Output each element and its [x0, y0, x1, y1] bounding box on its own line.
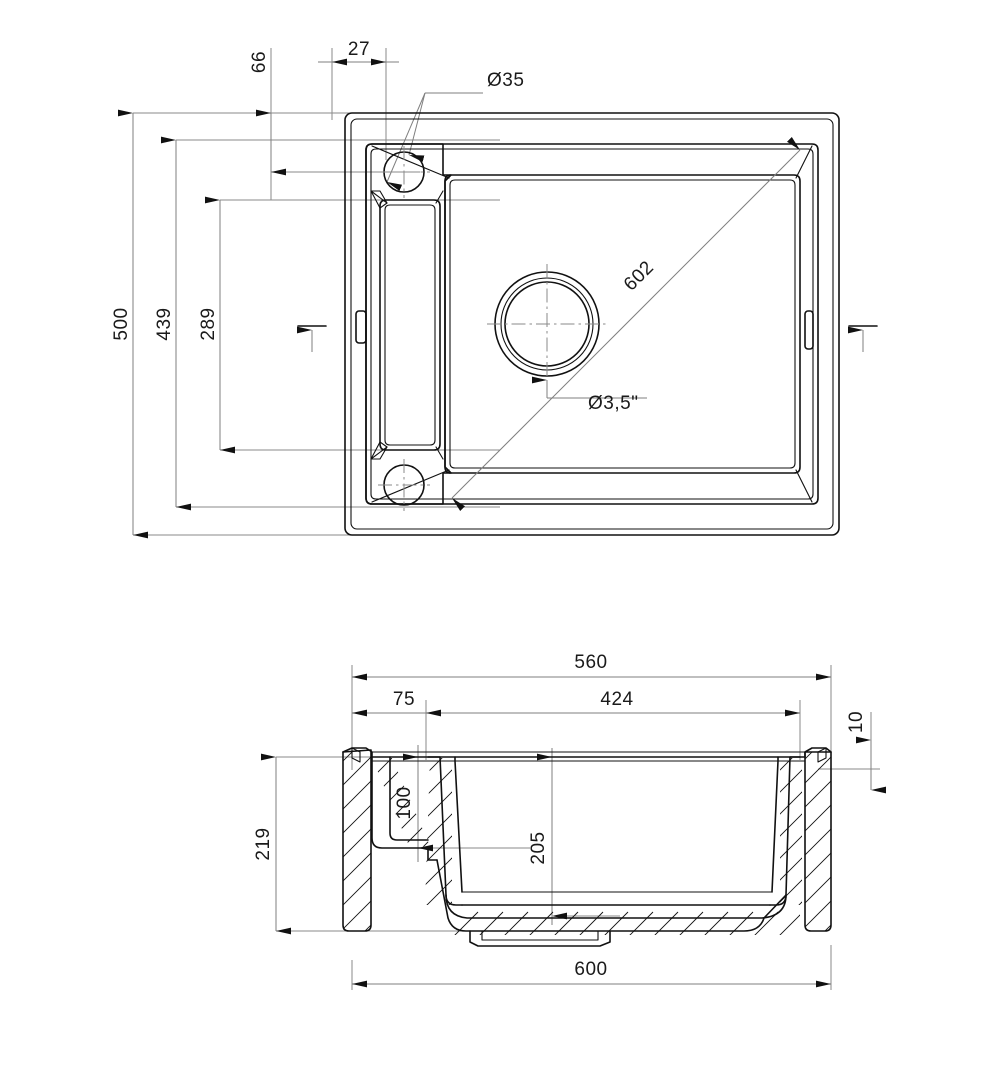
section-rim-deck — [342, 747, 832, 763]
section-left-skirt — [342, 749, 372, 932]
dim-219: 219 — [253, 753, 291, 935]
sink-drainer-groove — [365, 143, 452, 505]
overflow-slot-left — [355, 310, 367, 344]
section-right-skirt — [804, 751, 832, 932]
dim-27-label: 27 — [348, 39, 370, 60]
dim-dia35in: Ø3,5" — [532, 376, 647, 414]
section-bowl — [425, 756, 802, 947]
dim-205: 205 — [528, 748, 567, 925]
dim-439-label: 439 — [154, 307, 175, 340]
dim-500-label: 500 — [111, 307, 132, 340]
section-view: 560 75 424 10 219 100 — [253, 652, 886, 990]
tap-hole-lower — [378, 459, 430, 511]
tap-hole-upper — [378, 146, 430, 198]
dim-205-label: 205 — [528, 831, 549, 864]
dim-289-label: 289 — [198, 307, 219, 340]
dim-66-label: 66 — [249, 51, 270, 73]
section-view-extension-lines — [276, 665, 880, 990]
dim-439: 439 — [154, 136, 191, 511]
overflow-slot-right — [804, 310, 814, 350]
section-marker-right — [848, 325, 878, 352]
dim-424-label: 424 — [600, 689, 633, 710]
dim-dia35-label: Ø35 — [487, 70, 524, 91]
dim-424: 424 — [426, 689, 800, 717]
dim-75: 75 — [352, 689, 426, 717]
waste-outlet — [487, 264, 607, 384]
dim-dia35in-label: Ø3,5" — [588, 393, 638, 414]
dim-600-label: 600 — [574, 959, 607, 980]
dim-289: 289 — [198, 196, 235, 454]
dim-600: 600 — [352, 959, 831, 988]
dim-560: 560 — [352, 652, 831, 681]
dim-10-label: 10 — [846, 711, 867, 733]
dim-219-label: 219 — [253, 827, 274, 860]
section-marker-left — [297, 325, 327, 352]
dim-dia35: Ø35 — [386, 70, 524, 192]
dim-602-label: 602 — [620, 257, 658, 295]
dim-66: 66 — [249, 51, 286, 176]
dim-100-label: 100 — [394, 786, 415, 819]
dim-10: 10 — [846, 711, 886, 794]
top-view: 500 439 289 66 27 Ø35 — [111, 39, 878, 539]
dim-500: 500 — [111, 109, 148, 539]
dim-560-label: 560 — [574, 652, 607, 673]
dim-27: 27 — [318, 39, 399, 66]
dim-75-label: 75 — [393, 689, 415, 710]
sink-outer-rim — [344, 112, 840, 536]
